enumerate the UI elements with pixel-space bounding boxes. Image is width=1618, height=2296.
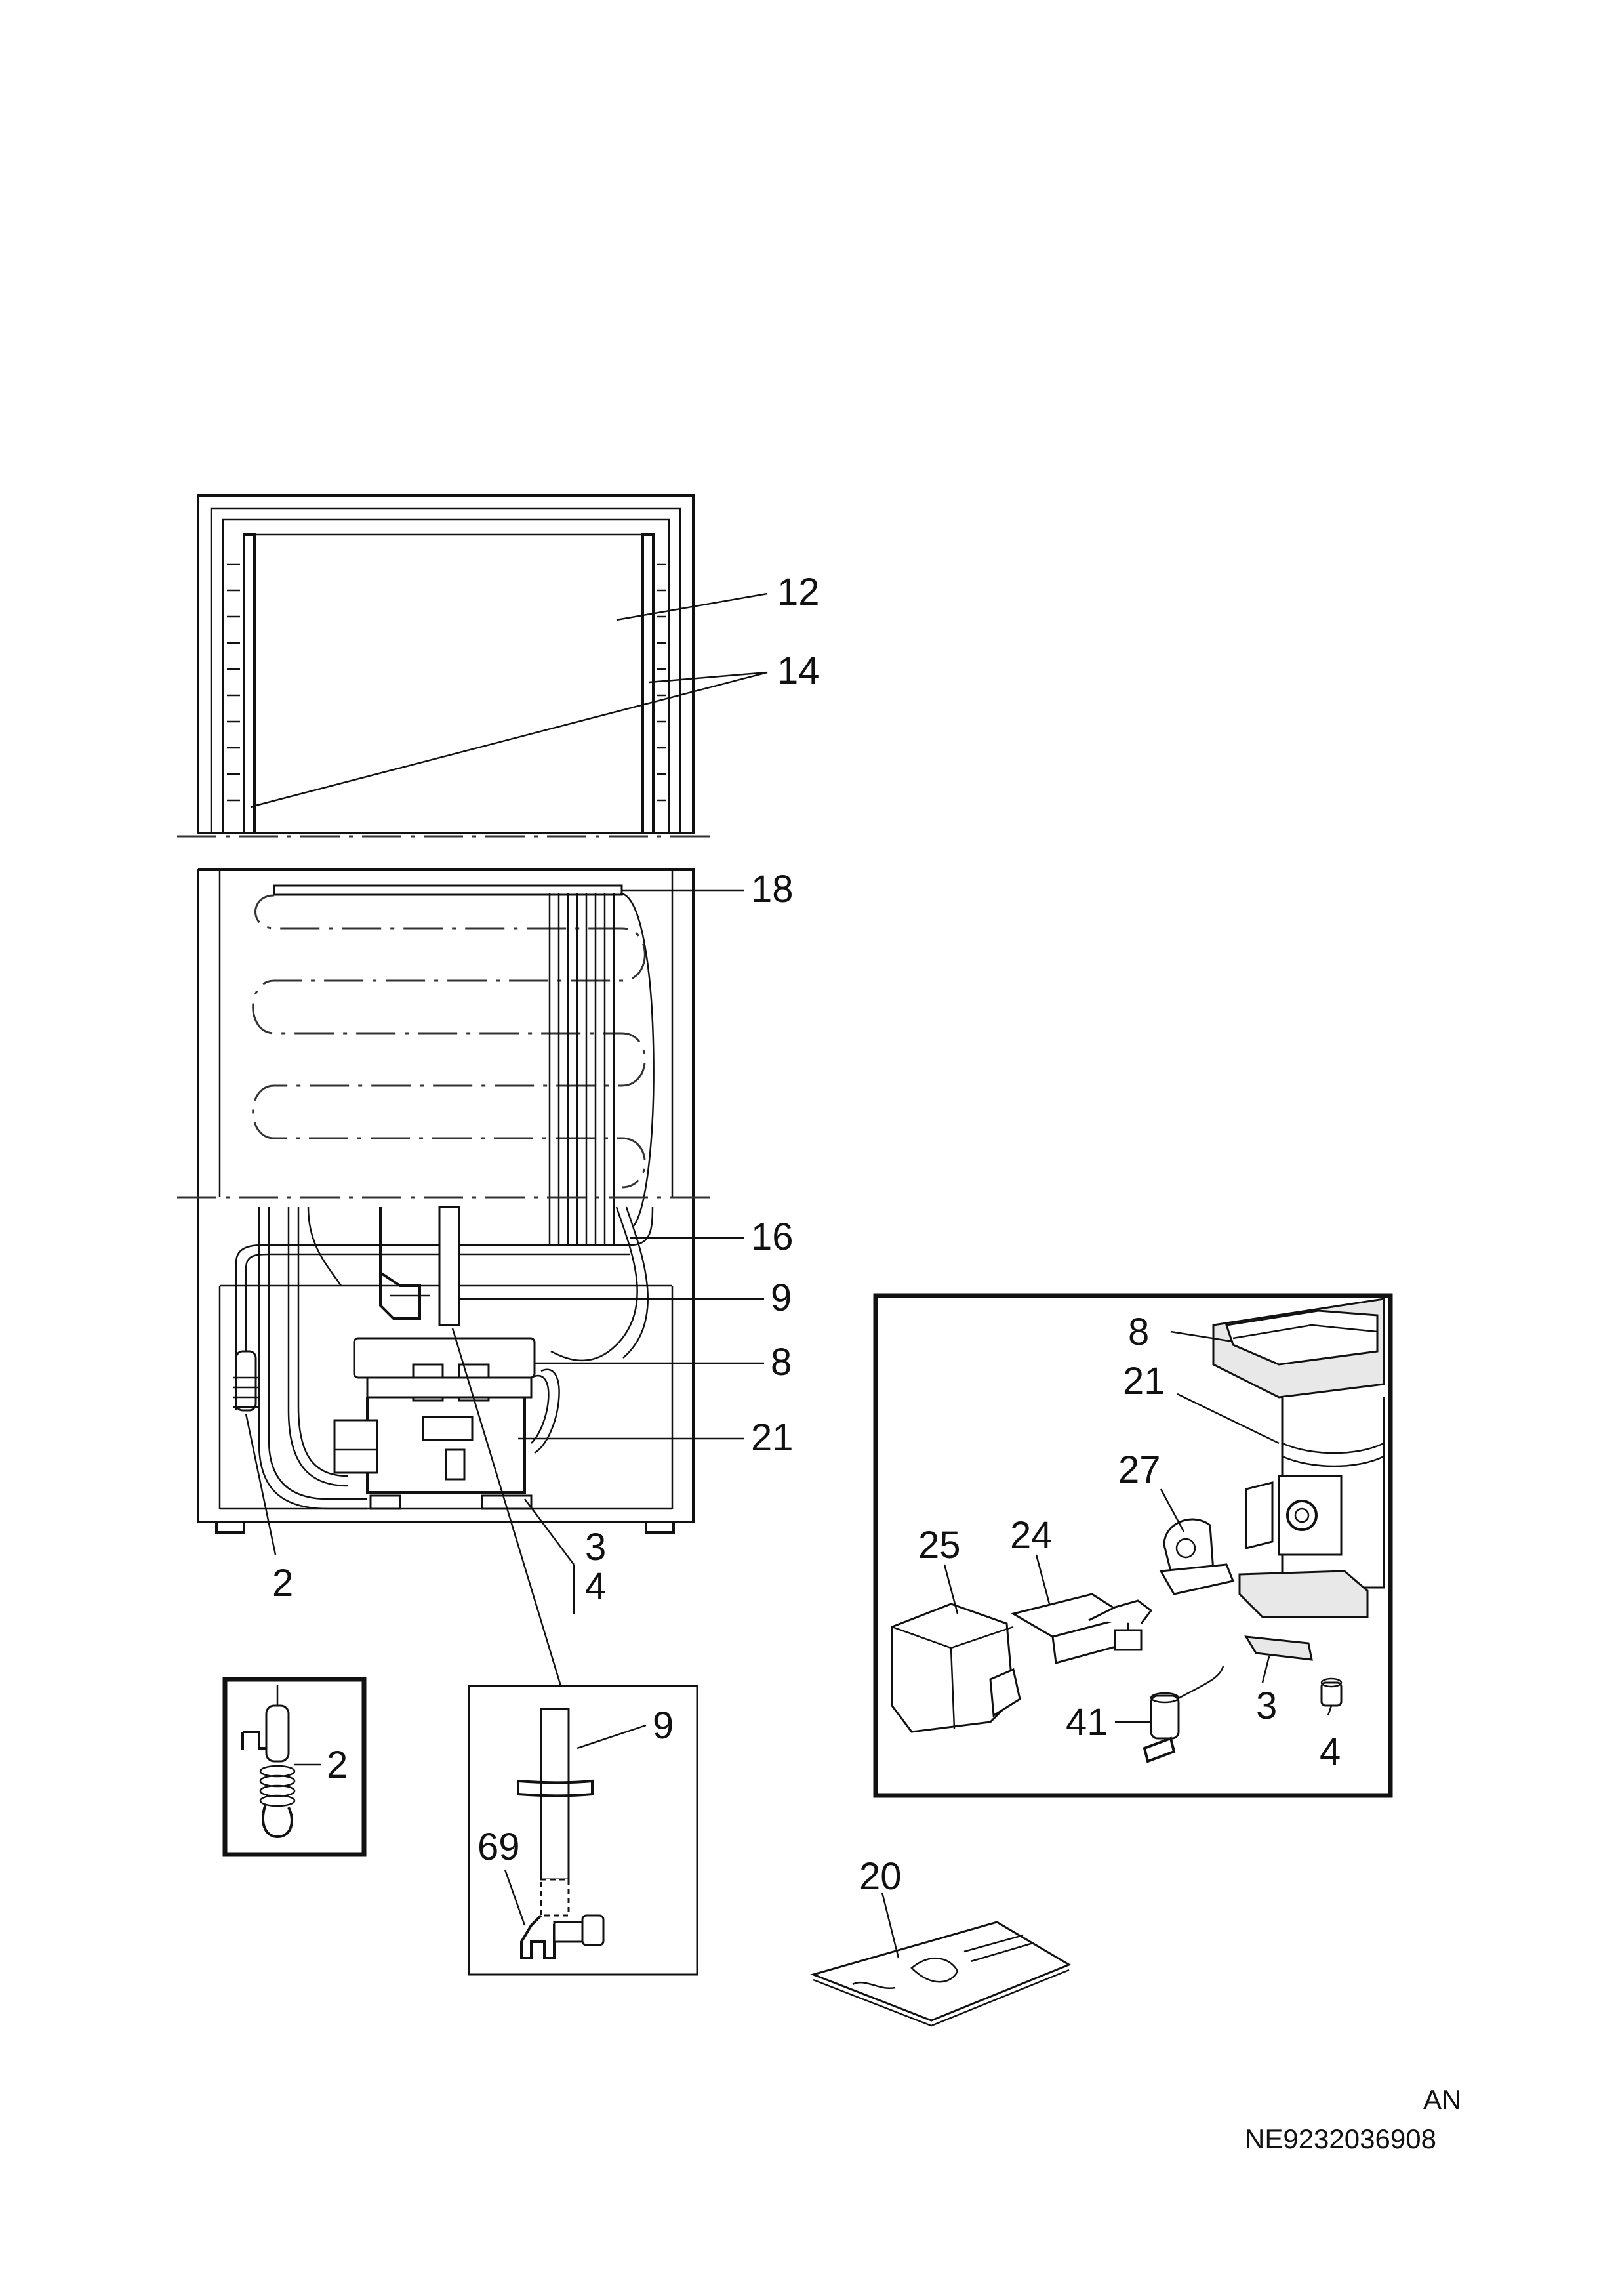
inset-callout-21: 21	[1123, 1360, 1165, 1403]
callout-14: 14	[777, 649, 820, 692]
drain-pipe-detail-inset: 9 69	[468, 1685, 698, 1976]
manual-callout-20: 20	[859, 1855, 902, 1898]
inset-callout-3: 3	[1256, 1685, 1277, 1727]
callout-9: 9	[771, 1277, 792, 1319]
capacitor-41	[1143, 1666, 1224, 1763]
pipe-callout-9: 9	[653, 1704, 674, 1747]
inset-callout-41: 41	[1066, 1701, 1108, 1744]
callout-18: 18	[751, 868, 794, 911]
compressor-parts-inset: 8 21 27 25 24 41 3 4	[873, 1293, 1393, 1798]
compressor	[333, 1337, 560, 1510]
thermostat-probe	[233, 1350, 258, 1412]
diagram-reference-number: NE9232036908	[1245, 2123, 1436, 2154]
left-gasket-ladder	[227, 563, 240, 802]
thermostat-coil	[259, 1765, 296, 1807]
diagram-code: AN	[1423, 2084, 1461, 2115]
thermostat-detail-inset: 2	[222, 1677, 367, 1857]
grommet-4	[1320, 1677, 1343, 1707]
callout-2: 2	[272, 1562, 293, 1605]
right-gasket-ladder	[657, 563, 666, 802]
callout-4: 4	[585, 1565, 606, 1608]
callout-16: 16	[751, 1216, 794, 1258]
condenser-top-bar	[273, 884, 623, 896]
drain-tube	[438, 1206, 460, 1326]
cover-25	[891, 1603, 1021, 1733]
bracket-3	[1244, 1635, 1313, 1661]
inset-callout-24: 24	[1010, 1514, 1053, 1557]
starter-24	[1011, 1593, 1153, 1664]
instruction-manual: 20	[810, 1855, 1072, 2027]
inset-callout-8: 8	[1128, 1311, 1149, 1353]
callout-3: 3	[585, 1526, 606, 1568]
main-view-callouts: 12 14 18 16 9 8 21 3 4 2	[245, 571, 820, 1687]
inset-callout-27: 27	[1118, 1448, 1161, 1491]
upper-cabinet-section	[177, 494, 712, 838]
callout-21: 21	[751, 1416, 794, 1459]
vertical-tube-bundle	[548, 893, 615, 1246]
inset-callout-4: 4	[1320, 1731, 1341, 1773]
inset-callout-25: 25	[918, 1524, 961, 1567]
thermostat-callout-2: 2	[327, 1744, 348, 1786]
callout-8: 8	[771, 1341, 792, 1384]
lower-cabinet-section	[177, 868, 712, 1534]
pipe-callout-69: 69	[477, 1826, 520, 1868]
relay-27	[1159, 1518, 1235, 1595]
callout-12: 12	[777, 571, 820, 613]
condenser-coil	[252, 894, 646, 1189]
